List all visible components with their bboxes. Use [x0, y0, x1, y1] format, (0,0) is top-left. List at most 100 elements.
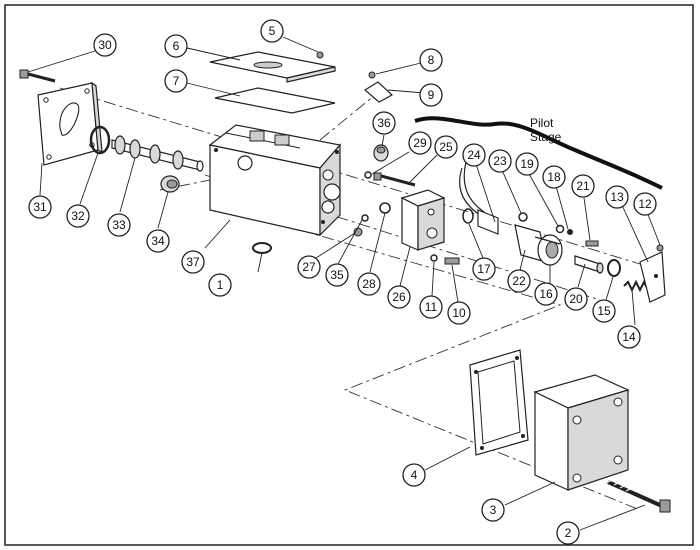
callout-26: 26	[387, 285, 411, 309]
callout-11: 11	[419, 295, 443, 319]
callout-12: 12	[633, 192, 657, 216]
svg-text:34: 34	[151, 234, 165, 248]
svg-text:8: 8	[428, 53, 435, 67]
callout-21: 21	[571, 174, 595, 198]
threaded-plug	[160, 175, 180, 193]
svg-text:9: 9	[428, 88, 435, 102]
clamp-screw	[368, 71, 376, 79]
svg-text:31: 31	[33, 200, 47, 214]
diagram-frame	[4, 4, 694, 546]
callout-19: 19	[515, 152, 539, 176]
callout-23: 23	[488, 149, 512, 173]
solenoid-coil	[514, 224, 563, 266]
callout-7: 7	[164, 69, 188, 93]
svg-text:14: 14	[622, 330, 636, 344]
end-cap-plate	[37, 81, 103, 166]
svg-text:29: 29	[413, 136, 427, 150]
callout-1: 1	[208, 273, 232, 297]
callout-3: 3	[481, 498, 505, 522]
svg-text:12: 12	[638, 197, 652, 211]
pilot-o-ring-b	[555, 224, 565, 234]
callout-37: 37	[181, 250, 205, 274]
long-bolt	[607, 479, 671, 513]
svg-text:37: 37	[186, 255, 200, 269]
pilot-o-ring-c	[567, 229, 573, 235]
svg-text:26: 26	[392, 290, 406, 304]
callout-25: 25	[434, 135, 458, 159]
pilot-stage-separator	[414, 116, 663, 190]
svg-text:19: 19	[520, 157, 534, 171]
junction-gasket	[469, 349, 529, 456]
junction-box	[533, 374, 630, 491]
callout-5: 5	[260, 19, 284, 43]
wire-clamp	[363, 81, 394, 103]
callout-30: 30	[93, 33, 117, 57]
callout-20: 20	[564, 287, 588, 311]
pilot-stage-label-line2: Stage	[530, 130, 562, 144]
callout-18: 18	[542, 165, 566, 189]
svg-text:4: 4	[411, 468, 418, 482]
callout-35: 35	[325, 263, 349, 287]
pilot-screw	[444, 257, 460, 265]
long-screw	[373, 172, 416, 187]
pilot-stage-label-line1: Pilot	[530, 116, 554, 130]
svg-text:10: 10	[452, 306, 466, 320]
callout-36: 36	[372, 111, 396, 135]
svg-text:35: 35	[330, 268, 344, 282]
svg-text:3: 3	[490, 503, 497, 517]
cover-gasket	[214, 87, 336, 114]
callout-29: 29	[408, 131, 432, 155]
svg-text:1: 1	[217, 278, 224, 292]
svg-text:24: 24	[467, 148, 481, 162]
svg-text:21: 21	[576, 179, 590, 193]
svg-text:30: 30	[98, 38, 112, 52]
callout-33: 33	[107, 213, 131, 237]
svg-text:16: 16	[539, 287, 553, 301]
svg-text:18: 18	[547, 170, 561, 184]
callout-24: 24	[462, 143, 486, 167]
pilot-washer	[430, 254, 438, 262]
o-ring	[89, 125, 111, 155]
callout-14: 14	[617, 325, 641, 349]
svg-text:15: 15	[597, 304, 611, 318]
pilot-plug	[373, 144, 389, 162]
svg-text:25: 25	[439, 140, 453, 154]
svg-text:27: 27	[302, 260, 316, 274]
bracket	[639, 244, 666, 303]
svg-text:36: 36	[377, 116, 391, 130]
svg-text:32: 32	[71, 209, 85, 223]
svg-text:13: 13	[610, 190, 624, 204]
callout-22: 22	[507, 269, 531, 293]
callout-27: 27	[297, 255, 321, 279]
callout-15: 15	[592, 299, 616, 323]
valve-body	[208, 124, 342, 237]
svg-text:17: 17	[477, 262, 491, 276]
body-washer	[252, 242, 272, 254]
callout-2: 2	[556, 521, 580, 545]
cap-screw	[19, 69, 56, 83]
seal-ring	[379, 202, 391, 214]
svg-text:2: 2	[565, 526, 572, 540]
svg-text:11: 11	[425, 300, 438, 314]
svg-text:7: 7	[173, 74, 180, 88]
callout-28: 28	[357, 272, 381, 296]
small-o-ring	[364, 171, 372, 179]
plunger-tube	[574, 255, 604, 274]
callout-16: 16	[534, 282, 558, 306]
retaining-ring	[607, 259, 621, 277]
svg-text:20: 20	[569, 292, 583, 306]
callout-6: 6	[164, 34, 188, 58]
callout-10: 10	[447, 301, 471, 325]
cover-plate	[209, 51, 336, 83]
svg-text:28: 28	[362, 277, 376, 291]
callout-32: 32	[66, 204, 90, 228]
cover-screw	[316, 51, 324, 59]
callout-8: 8	[419, 48, 443, 72]
svg-text:33: 33	[112, 218, 126, 232]
spool	[111, 135, 204, 172]
callout-34: 34	[146, 229, 170, 253]
callout-13: 13	[605, 185, 629, 209]
svg-text:5: 5	[269, 24, 276, 38]
